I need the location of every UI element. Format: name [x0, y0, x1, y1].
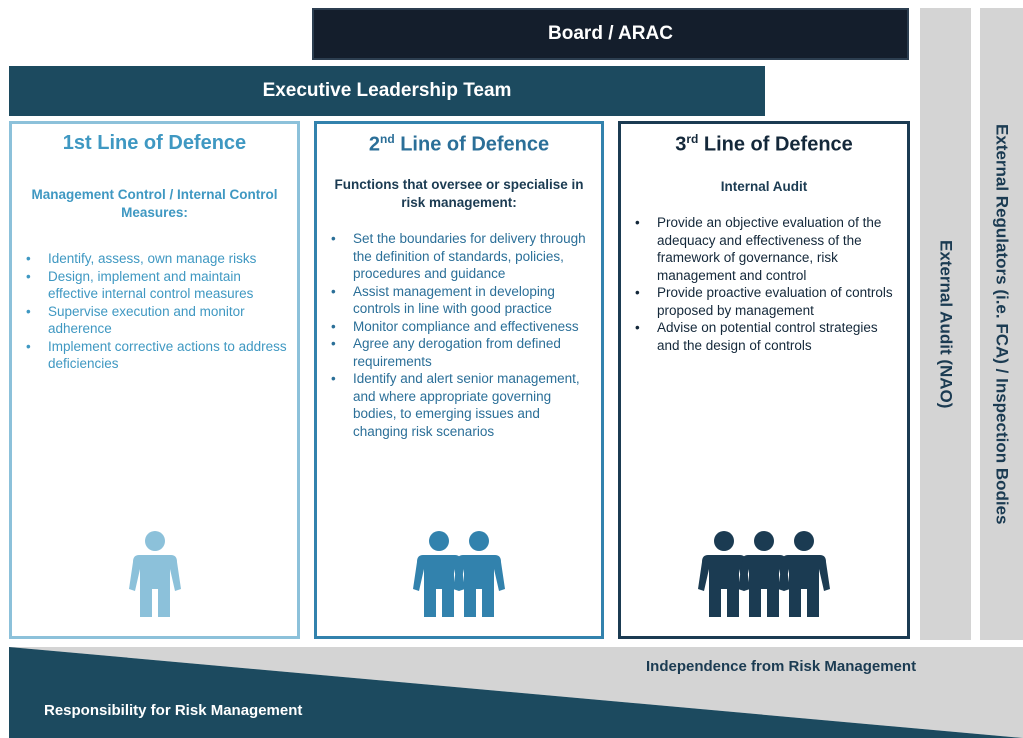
list-item: Design, implement and maintain effective… — [26, 268, 291, 303]
bullet-list: Set the boundaries for delivery through … — [331, 230, 595, 440]
independence-label: Independence from Risk Management — [646, 658, 917, 675]
list-item: Provide proactive evaluation of controls… — [635, 284, 901, 319]
list-item: Assist management in developing controls… — [331, 283, 595, 318]
title-number: 1st — [62, 132, 92, 154]
list-item: Identify, assess, own manage risks — [26, 250, 291, 268]
panel-subtitle: Management Control / Internal Control Me… — [31, 187, 278, 220]
second-line-panel: 2nd Line of Defence Functions that overs… — [314, 121, 604, 639]
external-audit-label: External Audit (NAO) — [936, 239, 956, 409]
title-superscript: nd — [379, 132, 395, 146]
external-regulators-label: External Regulators (i.e. FCA) / Inspect… — [992, 123, 1012, 525]
person-pair-icon — [413, 531, 505, 617]
list-item: Supervise execution and monitor adherenc… — [26, 303, 291, 338]
panel-subtitle: Functions that oversee or specialise in … — [334, 177, 584, 210]
responsibility-wedge — [9, 647, 1023, 738]
responsibility-label: Responsibility for Risk Management — [44, 702, 303, 719]
person-icon — [128, 531, 181, 617]
list-item: Identify and alert senior management, an… — [331, 370, 595, 440]
responsibility-independence-wedges — [9, 647, 1023, 738]
board-label: Board / ARAC — [548, 23, 673, 44]
panel-title: 3rd Line of Defence — [621, 132, 907, 157]
third-line-panel: 3rd Line of Defence Internal Audit Provi… — [618, 121, 910, 639]
title-number: 2 — [368, 133, 380, 156]
external-audit-column: External Audit (NAO) — [920, 8, 971, 640]
title-text: Line of Defence — [97, 132, 247, 154]
people-group — [12, 529, 297, 619]
title-text: Line of Defence — [703, 133, 853, 156]
list-item: Implement corrective actions to address … — [26, 338, 291, 373]
first-line-panel: 1st Line of Defence Management Control /… — [9, 121, 300, 639]
panel-title: 1st Line of Defence — [12, 132, 297, 155]
title-number: 3 — [675, 133, 687, 156]
list-item: Monitor compliance and effectiveness — [331, 318, 595, 336]
panel-title: 2nd Line of Defence — [317, 132, 601, 157]
list-item: Set the boundaries for delivery through … — [331, 230, 595, 283]
panel-subtitle: Internal Audit — [720, 179, 808, 194]
person-trio-icon — [698, 531, 830, 617]
bullet-list: Identify, assess, own manage risks Desig… — [26, 250, 291, 373]
list-item: Advise on potential control strategies a… — [635, 319, 901, 354]
elt-label: Executive Leadership Team — [262, 80, 512, 101]
board-arac-bar: Board / ARAC — [312, 8, 909, 60]
list-item: Agree any derogation from defined requir… — [331, 335, 595, 370]
title-text: Line of Defence — [400, 133, 550, 156]
people-group — [621, 529, 907, 619]
external-regulators-column: External Regulators (i.e. FCA) / Inspect… — [980, 8, 1023, 640]
title-superscript: rd — [686, 132, 699, 146]
bullet-list: Provide an objective evaluation of the a… — [635, 214, 901, 354]
executive-leadership-bar: Executive Leadership Team — [9, 66, 765, 116]
list-item: Provide an objective evaluation of the a… — [635, 214, 901, 284]
people-group — [317, 529, 601, 619]
